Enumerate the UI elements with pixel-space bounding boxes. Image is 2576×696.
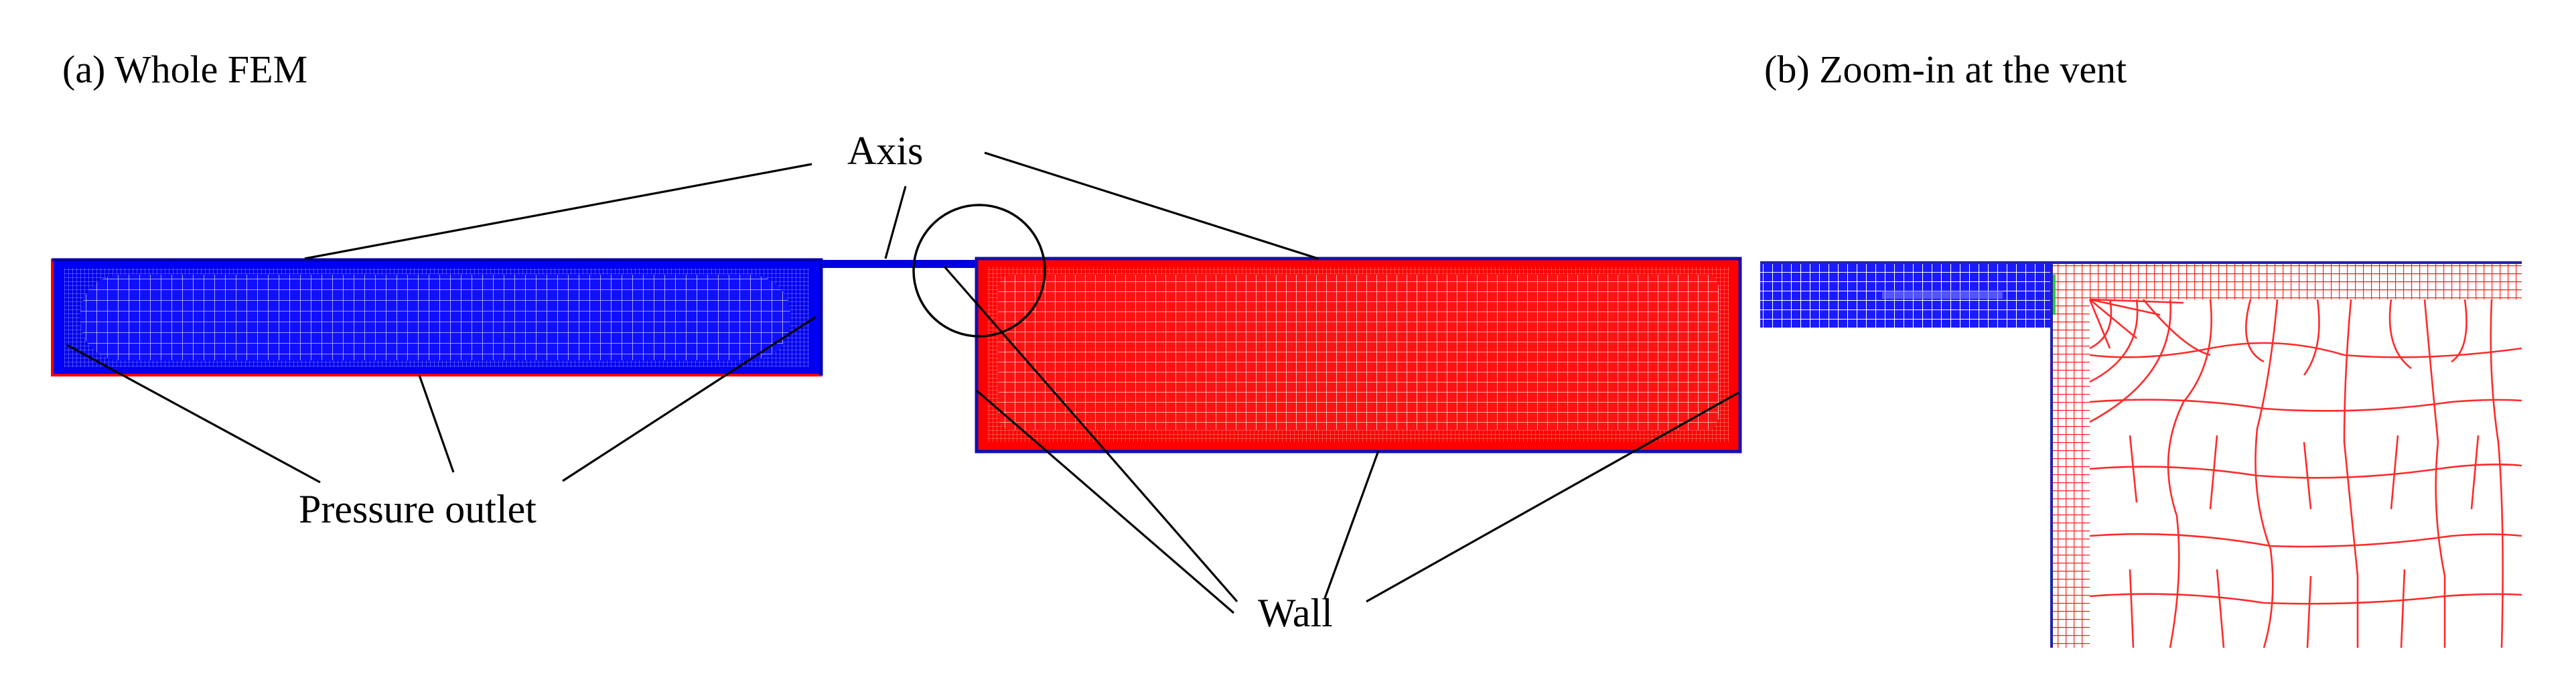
wall-label: Wall <box>1258 591 1333 635</box>
wall-leader-lines <box>943 265 1739 614</box>
vent-zoom-circle <box>912 204 1046 338</box>
axis-leader-lines <box>304 151 1319 260</box>
axis-label: Axis <box>847 129 923 173</box>
left-domain-mesh <box>51 258 823 376</box>
panel-b-title: (b) Zoom-in at the vent <box>1764 48 2127 91</box>
zoom-right-domain-mesh <box>2050 261 2522 648</box>
pressure-outlet-label: Pressure outlet <box>299 487 536 531</box>
pressure-outlet-leader-lines <box>66 316 816 484</box>
vent-channel <box>821 260 977 268</box>
zoom-left-channel-mesh <box>1760 261 2055 328</box>
right-domain-mesh <box>975 257 1742 454</box>
panel-a-title: (a) Whole FEM <box>62 48 307 91</box>
